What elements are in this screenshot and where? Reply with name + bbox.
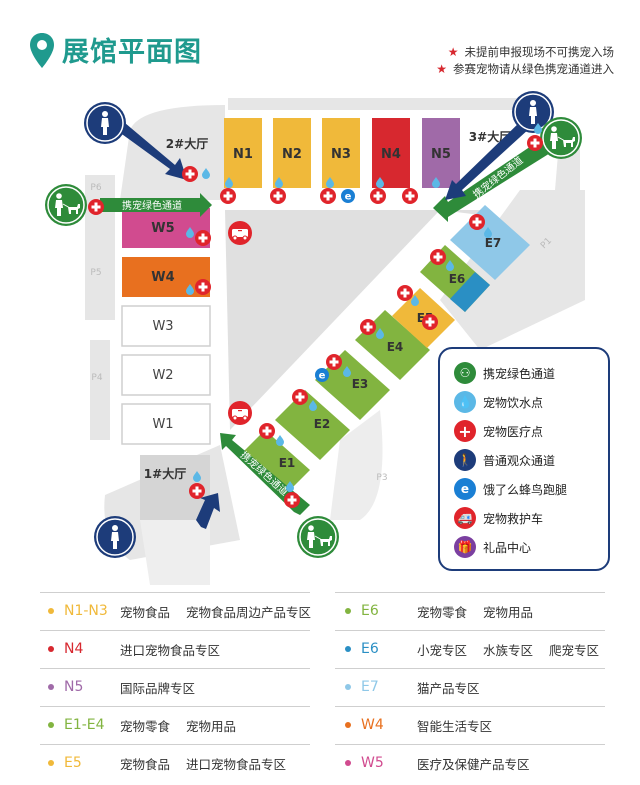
svg-text:W1: W1 <box>152 417 173 432</box>
zone-e1[interactable] <box>240 430 310 495</box>
svg-text:E7: E7 <box>485 236 502 250</box>
legend-item: ⚇ 携宠绿色通道 <box>454 361 555 385</box>
legend-item: e 饿了么蜂鸟跑腿 <box>454 477 567 501</box>
pet-channel-entrance-icon[interactable] <box>296 515 340 559</box>
hall-2: 2#大厅 <box>166 136 208 151</box>
svg-text:E6: E6 <box>449 272 466 286</box>
zone-w2[interactable] <box>121 354 211 396</box>
legend-item: 💧 宠物饮水点 <box>454 390 543 414</box>
svg-text:E1: E1 <box>279 456 296 470</box>
west-zones: W5 W4 W3 W2 W1 <box>121 208 211 445</box>
svg-text:N5: N5 <box>431 147 451 162</box>
parking-p4: P4 <box>91 373 102 383</box>
color-dot <box>48 760 54 766</box>
parking-p6: P6 <box>90 183 101 193</box>
color-dot <box>48 608 54 614</box>
zone-legend-row: E5 宠物食品 进口宠物食品专区 <box>48 753 286 773</box>
map-legend: ⚇ 携宠绿色通道 💧 宠物饮水点 + 宠物医疗点 🚶 普通观众通道 e 饿了么蜂… <box>438 347 610 571</box>
svg-text:W5: W5 <box>151 221 174 236</box>
pet-channel-entrance-icon[interactable] <box>44 183 88 227</box>
svg-text:N4: N4 <box>381 147 401 162</box>
eleme-runner-icon <box>341 189 355 203</box>
ambulance-icon <box>227 220 253 246</box>
eleme-runner-icon: e <box>454 478 476 500</box>
zone-legend-row: N5 国际品牌专区 <box>48 677 195 697</box>
svg-text:E3: E3 <box>352 377 369 391</box>
visitor-arrow-ne <box>445 120 530 200</box>
ambulance-icon: 🚑 <box>454 507 476 529</box>
zone-w5[interactable] <box>122 208 210 248</box>
entry-note-2: ★参赛宠物请从绿色携宠通道进入 <box>436 62 614 76</box>
visitor-entrance-icon[interactable] <box>83 101 127 145</box>
zone-n1[interactable] <box>224 118 262 188</box>
zone-legend-row: W4 智能生活专区 <box>345 715 492 735</box>
visitor-entrance-icon[interactable] <box>93 515 137 559</box>
eleme-runner-icon <box>315 368 329 382</box>
svg-text:N1: N1 <box>233 147 253 162</box>
zone-n2[interactable] <box>273 118 311 188</box>
zone-w4[interactable] <box>122 257 210 297</box>
svg-text:E2: E2 <box>314 417 331 431</box>
parking-p5: P5 <box>90 268 101 278</box>
star-icon: ★ <box>447 45 459 59</box>
color-dot <box>345 646 351 652</box>
svg-text:E4: E4 <box>387 340 404 354</box>
color-dot <box>345 722 351 728</box>
color-dot <box>345 608 351 614</box>
zone-w1[interactable] <box>121 403 211 445</box>
color-dot <box>48 722 54 728</box>
svg-text:N3: N3 <box>331 147 351 162</box>
legend-item: + 宠物医疗点 <box>454 419 543 443</box>
zone-legend-row: E1-E4 宠物零食 宠物用品 <box>48 715 236 735</box>
ambulance-icon <box>227 400 253 426</box>
venue-map: e <box>44 90 585 585</box>
location-pin-icon <box>30 33 54 68</box>
legend-item: 🎁 礼品中心 <box>454 535 531 559</box>
zone-legend-row: E7 猫产品专区 <box>345 677 480 697</box>
color-dot <box>345 760 351 766</box>
visitor-channel-icon: 🚶 <box>454 449 476 471</box>
zone-n4[interactable] <box>372 118 410 188</box>
zone-legend-row: N1-N3 宠物食品 宠物食品周边产品专区 <box>48 601 311 621</box>
color-dot <box>48 684 54 690</box>
north-zones: N1 N2 N3 N4 N5 <box>224 118 460 188</box>
zone-legend-row: E6 宠物零食 宠物用品 <box>345 601 533 621</box>
zone-legend-row: N4 进口宠物食品专区 <box>48 639 220 659</box>
svg-text:携宠绿色通道: 携宠绿色通道 <box>470 154 525 201</box>
visitor-arrow-nw <box>118 123 187 180</box>
zone-legend-row: E6 小宠专区 水族专区 爬宠专区 <box>345 639 599 659</box>
medical-point-icon: + <box>454 420 476 442</box>
zone-e2[interactable] <box>275 390 350 460</box>
zone-w3[interactable] <box>121 305 211 347</box>
svg-text:W3: W3 <box>152 319 173 334</box>
hall-3: 3#大厅 <box>469 129 511 144</box>
legend-item: 🚶 普通观众通道 <box>454 448 555 472</box>
page-title: 展馆平面图 <box>62 37 202 68</box>
water-point-icon: 💧 <box>454 391 476 413</box>
color-dot <box>48 646 54 652</box>
svg-text:W2: W2 <box>152 368 173 383</box>
parking-p3: P3 <box>376 473 387 483</box>
svg-text:N2: N2 <box>282 147 302 162</box>
zone-n3[interactable] <box>322 118 360 188</box>
entry-note-1: ★未提前申报现场不可携宠入场 <box>447 45 614 59</box>
central-plaza <box>225 210 440 430</box>
zone-n5[interactable] <box>422 118 460 188</box>
gift-center-icon: 🎁 <box>454 536 476 558</box>
legend-item: 🚑 宠物救护车 <box>454 506 543 530</box>
color-dot <box>345 684 351 690</box>
svg-text:W4: W4 <box>151 270 174 285</box>
visitor-arrow-sw <box>196 493 220 529</box>
zone-legend-row: W5 医疗及保健产品专区 <box>345 753 530 773</box>
svg-text:携宠绿色通道: 携宠绿色通道 <box>122 199 182 212</box>
pet-channel-west: 携宠绿色通道 <box>100 193 212 217</box>
pet-green-channel-icon: ⚇ <box>454 362 476 384</box>
star-icon: ★ <box>436 62 447 76</box>
pet-channel-entrance-icon[interactable] <box>539 116 583 160</box>
hall-1: 1#大厅 <box>144 466 186 481</box>
